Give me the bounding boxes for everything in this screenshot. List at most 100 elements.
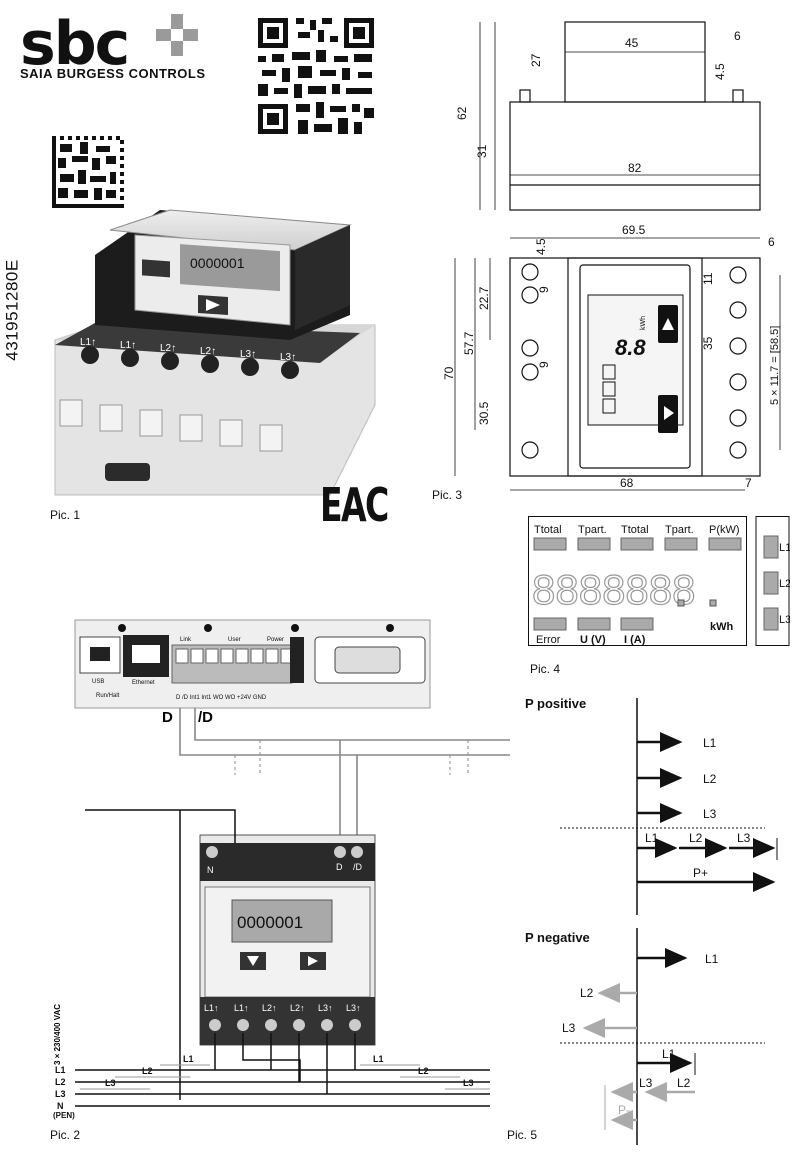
caption-pic3: Pic. 3 xyxy=(432,488,463,502)
dim-label: 9 xyxy=(537,286,551,293)
meter-label-nd: /D xyxy=(353,862,363,872)
lcd-label-top: Tpart. xyxy=(578,524,607,536)
dim-label: 4.5 xyxy=(534,238,548,255)
svg-text:8888888: 8888888 xyxy=(532,566,696,613)
dim-label: 45 xyxy=(625,36,639,50)
flow-label: L2 xyxy=(418,1066,429,1076)
meter-lcd: 0000001 xyxy=(237,913,303,932)
pic5-label: P+ xyxy=(693,866,708,880)
pic5-label: L2 xyxy=(703,772,717,786)
pic5-label: L3 xyxy=(703,807,717,821)
pic1-terminal-label: L3↑ xyxy=(240,349,256,360)
svg-text:L1↑: L1↑ xyxy=(204,1003,219,1013)
pic1-lcd: 0000001 xyxy=(190,255,245,271)
pic1-terminal-label: L3↑ xyxy=(280,352,296,363)
caption-pic4: Pic. 4 xyxy=(530,662,561,676)
dim-label: 4.5 xyxy=(713,63,727,80)
dim-label: 22.7 xyxy=(477,286,491,310)
svg-text:L3↑: L3↑ xyxy=(346,1003,361,1013)
pic5-label: L1 xyxy=(662,1047,676,1061)
pic3-lcd-value: 8.8 xyxy=(615,335,646,360)
pic5-label: L2 xyxy=(580,986,594,1000)
pic5-negative-title: P negative xyxy=(525,930,590,945)
lcd-label-top: Ttotal xyxy=(534,524,562,536)
controller-label: Power xyxy=(267,637,284,643)
svg-text:L1↑: L1↑ xyxy=(234,1003,249,1013)
article-code: 431951280E xyxy=(2,259,22,361)
svg-text:L2↑: L2↑ xyxy=(262,1003,277,1013)
dim-label: 57.7 xyxy=(462,331,476,355)
meter-label-n: N xyxy=(207,865,214,875)
meter-photo: L1↑ L1↑ L2↑ L2↑ L3↑ L3↑ 0000001 xyxy=(54,209,376,496)
pic1-terminal-label: L1↑ xyxy=(120,340,136,351)
eac-mark: EAC xyxy=(320,478,389,532)
mains-line-label: L3 xyxy=(55,1089,66,1099)
dim-label: 69.5 xyxy=(622,223,646,237)
dimension-drawing: 8.8 kWh 45 6 27 4.5 62 31 82 69.5 6 4.5 … xyxy=(442,21,781,491)
dim-label: 27 xyxy=(529,53,543,67)
controller-label: Run/Halt xyxy=(96,693,120,699)
pic5-positive-title: P positive xyxy=(525,696,587,711)
pic5-label: L1 xyxy=(645,831,659,845)
port-label: D /D Int1 Int1 WO WO +24V GND xyxy=(176,695,267,701)
dim-label: 6 xyxy=(768,235,775,249)
pic5-label: L3 xyxy=(639,1076,653,1090)
mains-label: 3 × 230/400 VAC xyxy=(53,1004,62,1065)
pic3-lcd-unit: kWh xyxy=(640,316,647,330)
logo-plus-icon xyxy=(156,14,198,56)
dim-label: 82 xyxy=(628,161,642,175)
lcd-phase-label: L3 xyxy=(779,614,790,626)
controller-label: User xyxy=(228,637,241,643)
dim-label: 35 xyxy=(701,336,715,350)
lcd-label-bottom: kWh xyxy=(710,621,734,633)
dim-label: 11 xyxy=(701,272,715,285)
pic5-label: L2 xyxy=(677,1076,691,1090)
dim-label: 6 xyxy=(734,29,741,43)
lcd-layout: Ttotal Tpart. Ttotal Tpart. P(kW) 888888… xyxy=(528,516,790,646)
pic1-terminal-label: L2↑ xyxy=(200,346,216,357)
wiring-diagram: USB Ethernet Run/Halt Link User Power D … xyxy=(53,619,510,1120)
svg-text:L2↑: L2↑ xyxy=(290,1003,305,1013)
caption-pic2: Pic. 2 xyxy=(50,1128,81,1142)
pic1-terminal-label: L2↑ xyxy=(160,343,176,354)
pic5-label: P- xyxy=(618,1103,630,1117)
flow-label: L1 xyxy=(373,1054,384,1064)
lcd-label-top: Ttotal xyxy=(621,524,649,536)
controller-label: Link xyxy=(180,637,192,643)
dim-label: 7 xyxy=(745,476,752,490)
flow-label: L1 xyxy=(183,1054,194,1064)
lcd-phase-label: L1 xyxy=(779,542,790,554)
mains-line-label: (PEN) xyxy=(53,1111,75,1120)
dim-label: 31 xyxy=(475,144,489,158)
mains-line-label: N xyxy=(57,1101,64,1111)
svg-text:L3↑: L3↑ xyxy=(318,1003,333,1013)
dim-label: 5 × 11.7 = [58.5] xyxy=(769,326,781,405)
qr-code-icon xyxy=(256,16,376,136)
lcd-label-bottom: I (A) xyxy=(624,634,646,646)
pic5-label: L1 xyxy=(703,736,717,750)
lcd-label-bottom: U (V) xyxy=(580,634,606,646)
pic1-terminal-label: L1↑ xyxy=(80,337,96,348)
lcd-phase-label: L2 xyxy=(779,578,790,590)
flow-label: L2 xyxy=(142,1066,153,1076)
brand-logo: sbc xyxy=(20,9,130,79)
lcd-label-top: Tpart. xyxy=(665,524,694,536)
mains-line-label: L1 xyxy=(55,1065,66,1075)
controller-label: Ethernet xyxy=(132,680,155,686)
meter-label-d: D xyxy=(336,862,343,872)
flow-label: L3 xyxy=(463,1078,474,1088)
pic5-label: L2 xyxy=(689,831,703,845)
pic5-label: L3 xyxy=(737,831,751,845)
bus-label-d: D xyxy=(162,709,173,726)
flow-label: L3 xyxy=(105,1078,116,1088)
dim-label: 30.5 xyxy=(477,401,491,425)
bus-label-nd: /D xyxy=(198,709,213,726)
dim-label: 62 xyxy=(455,106,469,120)
datamatrix-code-icon xyxy=(52,136,124,208)
caption-pic5: Pic. 5 xyxy=(507,1128,538,1142)
controller-label: USB xyxy=(92,679,104,685)
power-direction-diagram: L1 L2 L3 L1 L2 L3 P+ L1 L2 L3 L1 L3 L2 P… xyxy=(560,698,778,1145)
dim-label: 70 xyxy=(442,366,456,380)
pic5-label: L3 xyxy=(562,1021,576,1035)
dim-label: 9 xyxy=(537,361,551,368)
